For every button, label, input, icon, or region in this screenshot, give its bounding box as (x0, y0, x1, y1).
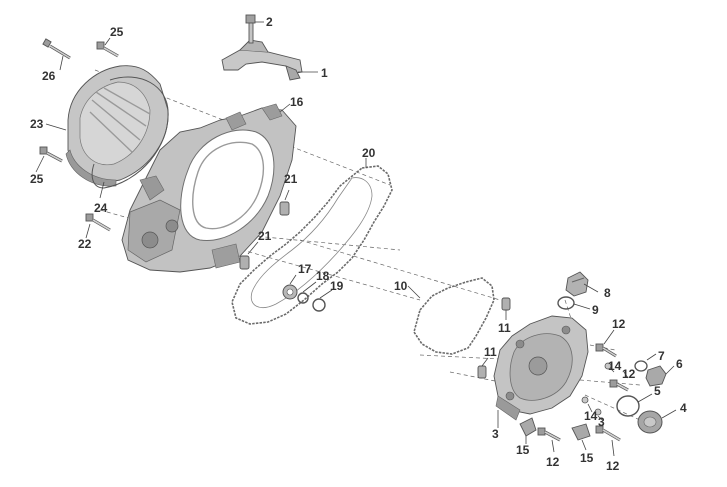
crankcase-cover-part-16 (121, 103, 297, 273)
bolt-part-2 (245, 14, 256, 44)
bolt-part-26 (42, 38, 71, 60)
callout-25-bottom: 25 (30, 172, 44, 186)
clutch-cover-part-23 (65, 65, 169, 187)
callout-26: 26 (42, 69, 56, 83)
callout-10: 10 (394, 279, 408, 293)
callout-21-lower: 21 (258, 229, 272, 243)
callout-1: 1 (321, 66, 328, 80)
callout-12-upper: 12 (612, 317, 626, 331)
o-ring-part-9 (557, 296, 575, 310)
o-ring-part-7 (634, 360, 648, 372)
bolt-part-22 (85, 213, 111, 232)
bolt-part-12-bottom-left (537, 427, 561, 442)
callout-14-lower: 14 (584, 409, 598, 423)
washer-part-14-upper (604, 362, 612, 370)
bolt-part-12-bottom-right (595, 425, 621, 442)
callout-18: 18 (316, 269, 330, 283)
washer-part-14-lower (581, 396, 589, 404)
callout-14-upper: 14 (608, 359, 622, 373)
callout-17: 17 (298, 262, 312, 276)
callout-12-bottom-right: 12 (606, 459, 620, 473)
gasket-part-24 (91, 76, 169, 189)
o-ring-part-5 (616, 395, 640, 417)
dowel-part-11-lower (477, 365, 487, 379)
clip-part-15-left (519, 417, 537, 437)
ignition-cover-part-3 (493, 315, 589, 421)
cap-part-4 (637, 410, 663, 434)
callout-4: 4 (680, 401, 687, 415)
callout-15-left: 15 (516, 443, 530, 457)
dowel-part-21-lower (239, 255, 250, 270)
callout-11-upper: 11 (498, 321, 511, 335)
callout-8: 8 (604, 286, 611, 300)
callout-7: 7 (658, 349, 665, 363)
bracket-part-1 (221, 39, 303, 81)
callout-3-cover: 3 (492, 427, 499, 441)
callout-19: 19 (330, 279, 344, 293)
callout-16: 16 (290, 95, 304, 109)
clip-part-15-right (571, 423, 591, 441)
callout-24: 24 (94, 201, 108, 215)
dowel-part-21-upper (279, 201, 290, 216)
callout-leader-lines (35, 21, 677, 457)
gasket-part-10 (413, 277, 495, 355)
callout-12-bottom-left: 12 (546, 455, 560, 469)
bolt-part-12-middle (609, 379, 629, 392)
callout-2: 2 (266, 15, 273, 29)
callout-12-middle: 12 (622, 367, 636, 381)
plug-part-6 (645, 365, 667, 387)
bolt-part-25-bottom (39, 146, 63, 163)
washer-part-3 (594, 408, 602, 416)
callout-20: 20 (362, 146, 376, 160)
callout-5: 5 (654, 384, 661, 398)
seal-part-17 (282, 284, 298, 300)
callout-21-upper: 21 (284, 172, 298, 186)
callout-22: 22 (78, 237, 92, 251)
callout-23: 23 (30, 117, 44, 131)
callout-15-right: 15 (580, 451, 594, 465)
callout-9: 9 (592, 303, 599, 317)
callout-6: 6 (676, 357, 683, 371)
callout-11-lower: 11 (484, 345, 497, 359)
callout-3-small: 3 (598, 415, 605, 429)
o-ring-part-18 (297, 292, 309, 304)
o-ring-part-19 (312, 298, 326, 312)
gasket-part-20 (231, 165, 393, 325)
callout-25-top: 25 (110, 25, 124, 39)
bolt-part-25-top (96, 41, 119, 58)
callout-numbers: 2 1 25 26 16 23 20 21 25 24 22 21 17 18 … (30, 15, 687, 473)
bolt-part-12-upper (595, 343, 617, 358)
plug-part-8 (565, 271, 589, 297)
dowel-part-11-upper (501, 297, 511, 311)
